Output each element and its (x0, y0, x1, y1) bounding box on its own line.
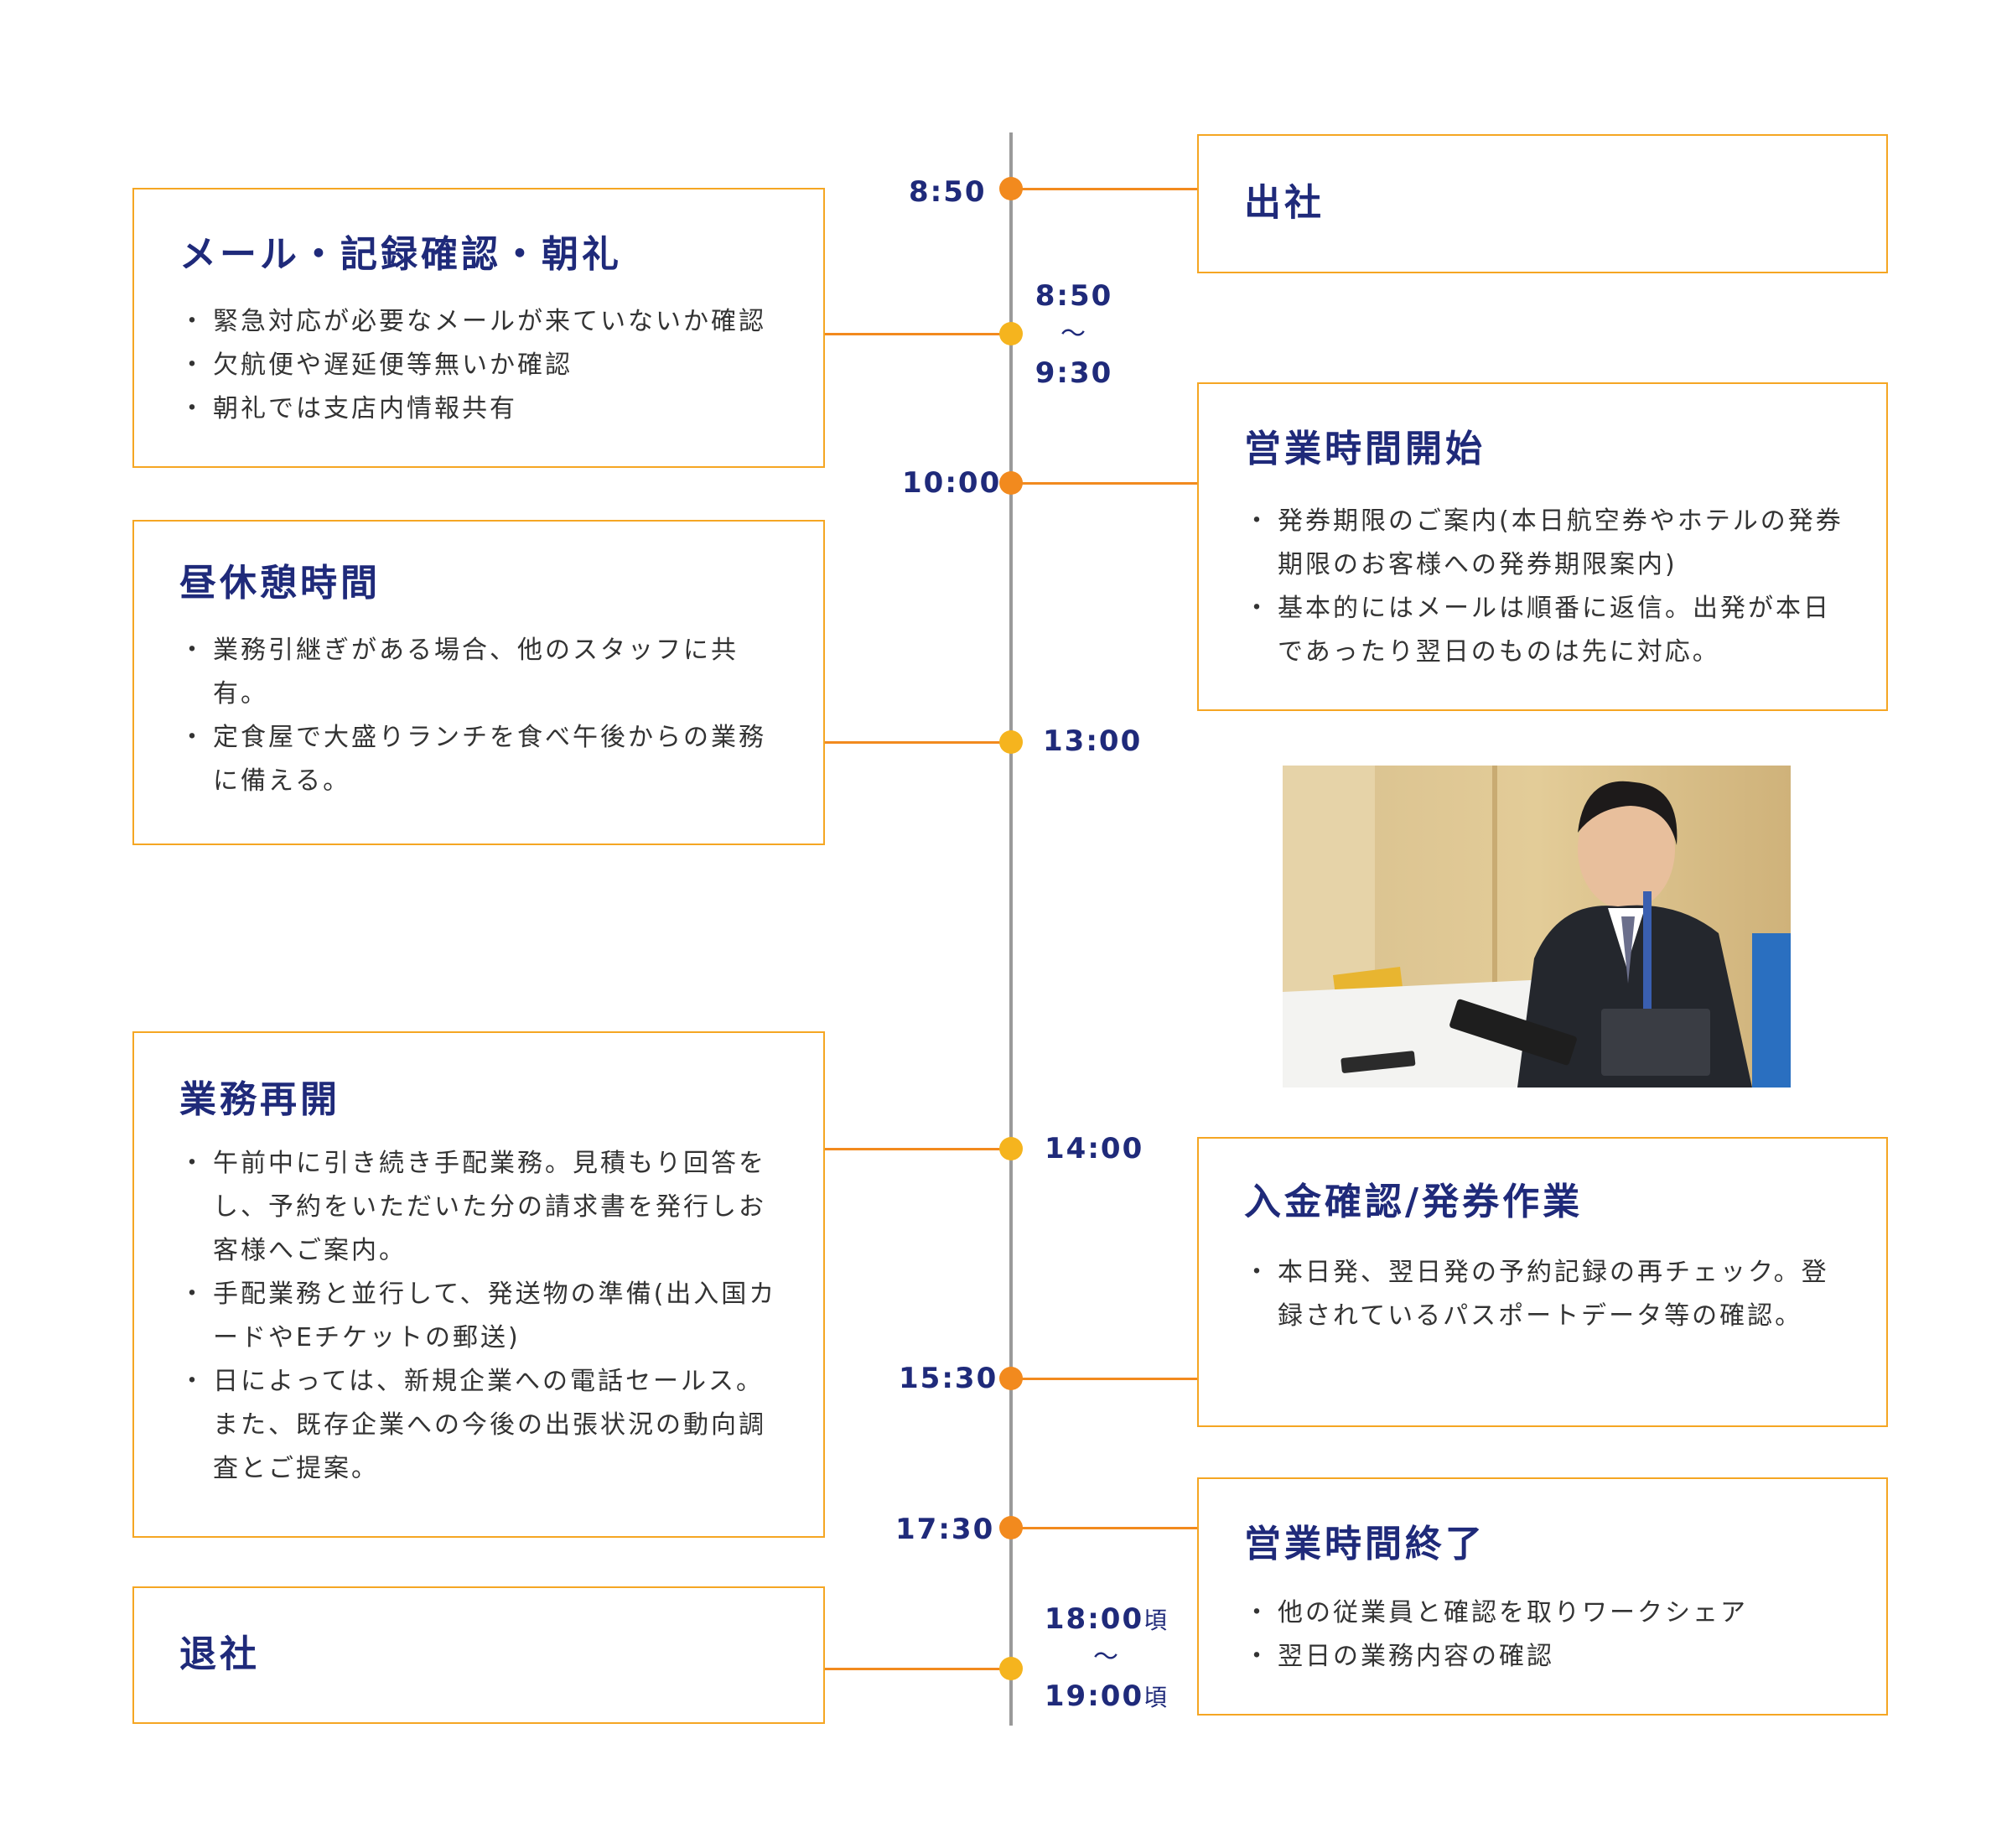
connector-business-start (1011, 482, 1197, 485)
connector-resume (825, 1148, 1011, 1150)
time-separator: 〜 (1093, 1643, 1120, 1672)
bullet-item: 業務引継ぎがある場合、他のスタッフに共有。 (179, 629, 790, 716)
card-title-payment: 入金確認/発券作業 (1244, 1181, 1584, 1223)
card-title-lunch: 昼休憩時間 (179, 562, 381, 605)
card-title-arrival: 出社 (1244, 181, 1325, 225)
time-end-suffix: 頃 (1143, 1684, 1169, 1711)
bullet-list-business-start: 発券期限のご案内(本日航空券やホテルの発券期限のお客様への発券期限案内) 基本的… (1244, 500, 1853, 674)
timeline-dot-leave (999, 1657, 1023, 1680)
bullet-item: 基本的にはメールは順番に返信。出発が本日であったり翌日のものは先に対応。 (1244, 587, 1853, 674)
bullet-list-payment: 本日発、翌日発の予約記録の再チェック。登録されているパスポートデータ等の確認。 (1244, 1251, 1853, 1338)
card-business-start: 営業時間開始 発券期限のご案内(本日航空券やホテルの発券期限のお客様への発券期限… (1197, 382, 1888, 711)
bullet-item: 本日発、翌日発の予約記録の再チェック。登録されているパスポートデータ等の確認。 (1244, 1251, 1853, 1338)
time-separator: 〜 (1060, 319, 1087, 349)
time-end: 19:00 (1044, 1679, 1144, 1713)
bullet-item: 手配業務と並行して、発送物の準備(出入国カードやEチケットの郵送) (179, 1273, 790, 1360)
bullet-item: 翌日の業務内容の確認 (1244, 1635, 1853, 1679)
card-title-leave: 退社 (179, 1633, 260, 1676)
connector-business-end (1011, 1527, 1197, 1529)
connector-mail-check (825, 333, 1011, 335)
bullet-list-resume: 午前中に引き続き手配業務。見積もり回答をし、予約をいただいた分の請求書を発行しお… (179, 1142, 790, 1491)
time-label-resume: 14:00 (1045, 1132, 1144, 1165)
staff-photo (1283, 766, 1791, 1088)
bullet-item: 定食屋で大盛りランチを食べ午後からの業務に備える。 (179, 716, 790, 803)
bullet-list-business-end: 他の従業員と確認を取りワークシェア 翌日の業務内容の確認 (1244, 1591, 1853, 1679)
time-start: 18:00 (1044, 1602, 1144, 1636)
card-arrival: 出社 (1197, 134, 1888, 273)
time-label-lunch: 13:00 (1043, 724, 1143, 758)
card-title-mail-check: メール・記録確認・朝礼 (179, 233, 622, 276)
bullet-item: 日によっては、新規企業への電話セールス。また、既存企業への今後の出張状況の動向調… (179, 1360, 790, 1491)
bullet-list-mail-check: 緊急対応が必要なメールが来ていないか確認 欠航便や遅延便等無いか確認 朝礼では支… (179, 300, 790, 431)
time-label-arrival: 8:50 (909, 175, 987, 209)
staff-photo-illustration (1283, 766, 1791, 1088)
bullet-item: 他の従業員と確認を取りワークシェア (1244, 1591, 1853, 1635)
time-label-business-start: 10:00 (902, 466, 1002, 500)
time-range-mail-check: 8:50 〜 9:30 (1028, 282, 1120, 387)
time-start-suffix: 頃 (1143, 1607, 1169, 1634)
bullet-item: 午前中に引き続き手配業務。見積もり回答をし、予約をいただいた分の請求書を発行しお… (179, 1142, 790, 1273)
connector-lunch (825, 741, 1011, 744)
bullet-item: 朝礼では支店内情報共有 (179, 387, 790, 431)
card-mail-check: メール・記録確認・朝礼 緊急対応が必要なメールが来ていないか確認 欠航便や遅延便… (132, 188, 825, 468)
card-title-resume: 業務再開 (179, 1078, 340, 1121)
connector-arrival (1011, 188, 1197, 190)
card-payment: 入金確認/発券作業 本日発、翌日発の予約記録の再チェック。登録されているパスポー… (1197, 1137, 1888, 1427)
connector-payment (1011, 1378, 1197, 1380)
card-title-business-end: 営業時間終了 (1244, 1523, 1486, 1565)
time-end: 9:30 (1035, 356, 1113, 390)
time-label-business-end: 17:30 (895, 1513, 995, 1546)
bullet-item: 発券期限のご案内(本日航空券やホテルの発券期限のお客様への発券期限案内) (1244, 500, 1853, 587)
timeline-axis (1009, 132, 1013, 1726)
timeline-dot-lunch (999, 730, 1023, 754)
card-resume: 業務再開 午前中に引き続き手配業務。見積もり回答をし、予約をいただいた分の請求書… (132, 1031, 825, 1538)
time-label-payment: 15:30 (899, 1362, 998, 1395)
card-title-business-start: 営業時間開始 (1244, 428, 1486, 470)
timeline-dot-mail-check (999, 322, 1023, 345)
card-lunch: 昼休憩時間 業務引継ぎがある場合、他のスタッフに共有。 定食屋で大盛りランチを食… (132, 520, 825, 845)
time-range-leave: 18:00頃 〜 19:00頃 (1040, 1605, 1174, 1710)
card-leave: 退社 (132, 1586, 825, 1724)
bullet-item: 欠航便や遅延便等無いか確認 (179, 344, 790, 387)
connector-leave (825, 1668, 1011, 1670)
bullet-item: 緊急対応が必要なメールが来ていないか確認 (179, 300, 790, 344)
timeline-dot-resume (999, 1137, 1023, 1160)
card-business-end: 営業時間終了 他の従業員と確認を取りワークシェア 翌日の業務内容の確認 (1197, 1477, 1888, 1716)
time-start: 8:50 (1035, 279, 1113, 313)
bullet-list-lunch: 業務引継ぎがある場合、他のスタッフに共有。 定食屋で大盛りランチを食べ午後からの… (179, 629, 790, 803)
